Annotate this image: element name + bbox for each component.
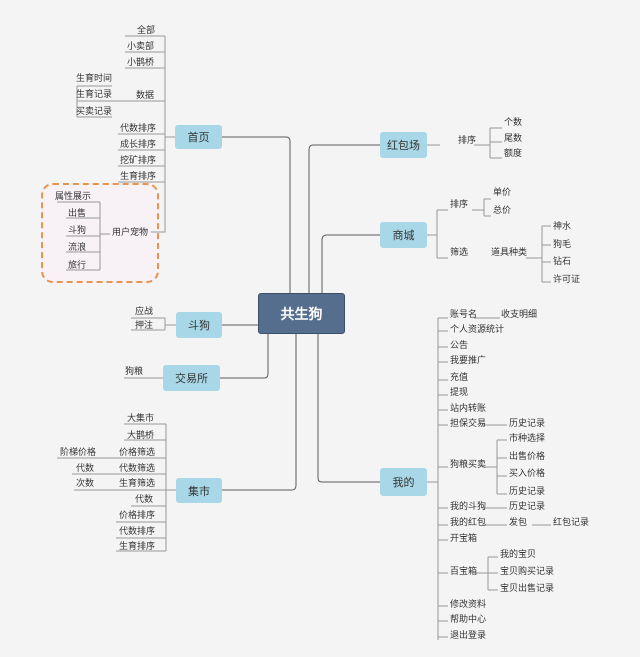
mine-my-red: 我的红包: [450, 518, 487, 528]
home-breed-time: 生育时间: [76, 74, 113, 84]
mine-guarantee: 担保交易: [450, 419, 487, 429]
market-breed-sort: 生育排序: [119, 542, 156, 552]
mall-prop-type: 道具种类: [491, 248, 528, 258]
mine-account: 账号名: [450, 310, 478, 320]
mine-market-price: 市种选择: [509, 434, 546, 444]
mine-food-trade: 狗粮买卖: [450, 460, 487, 470]
mall-filter: 筛选: [450, 248, 469, 258]
home-breed-record: 生育记录: [76, 90, 113, 100]
mine-stats: 个人资源统计: [450, 325, 505, 335]
pet-wander: 流浪: [68, 243, 87, 253]
mine-edit: 修改资料: [450, 600, 487, 610]
redpacket-sort: 排序: [458, 136, 477, 146]
market-gen-sort: 代数排序: [119, 527, 156, 537]
mine-red-record: 红包记录: [553, 518, 590, 528]
exchange-food: 狗粮: [125, 367, 144, 377]
branch-market[interactable]: 集市: [176, 478, 222, 503]
branch-redpacket[interactable]: 红包场: [380, 132, 427, 158]
pet-fight: 斗狗: [68, 226, 87, 236]
mine-help: 帮助中心: [450, 615, 487, 625]
mall-sort: 排序: [450, 200, 469, 210]
mine-treasure: 百宝箱: [450, 567, 478, 577]
mine-transfer: 站内转账: [450, 404, 487, 414]
mine-my-treasure: 我的宝贝: [500, 550, 537, 560]
redpacket-tail: 尾数: [504, 134, 523, 144]
market-big-bridge: 大鹊桥: [127, 431, 155, 441]
mine-my-dogfight: 我的斗狗: [450, 502, 487, 512]
branch-home[interactable]: 首页: [175, 125, 222, 149]
mine-open-box: 开宝箱: [450, 534, 478, 544]
dogfight-fight: 应战: [135, 307, 154, 317]
branch-dogfight[interactable]: 斗狗: [176, 312, 222, 338]
mine-recharge: 充值: [450, 373, 469, 383]
branch-exchange[interactable]: 交易所: [163, 365, 220, 391]
branch-mine[interactable]: 我的: [380, 468, 427, 496]
market-price-filter: 价格筛选: [119, 448, 156, 458]
market-gen: 代数: [76, 464, 95, 474]
mine-buy-price: 买入价格: [509, 469, 546, 479]
mall-total: 总价: [493, 206, 512, 216]
market-breed-filter: 生育筛选: [119, 479, 156, 489]
home-data: 数据: [136, 91, 155, 101]
mine-withdraw: 提现: [450, 388, 469, 398]
pet-sell: 出售: [68, 209, 87, 219]
home-growth-sort: 成长排序: [120, 140, 157, 150]
mine-promote: 我要推广: [450, 356, 487, 366]
home-trade-record: 买卖记录: [76, 107, 113, 117]
home-mine-sort: 挖矿排序: [120, 156, 157, 166]
mine-detail: 收支明细: [501, 310, 538, 320]
home-bridge: 小鹊桥: [127, 58, 155, 68]
home-all: 全部: [137, 26, 156, 36]
mine-history3: 历史记录: [509, 502, 546, 512]
redpacket-amount: 额度: [504, 149, 523, 159]
market-times: 次数: [76, 479, 95, 489]
market-price-sort: 价格排序: [119, 511, 156, 521]
root-node[interactable]: 共生狗: [258, 293, 345, 334]
home-shop: 小卖部: [127, 42, 155, 52]
mine-buy-record: 宝贝购买记录: [500, 567, 555, 577]
mine-sell-record: 宝贝出售记录: [500, 584, 555, 594]
pet-attr: 属性展示: [55, 192, 92, 202]
market-tier-price: 阶梯价格: [60, 448, 97, 458]
market-big-market: 大集市: [127, 414, 155, 424]
market-gen2: 代数: [135, 495, 154, 505]
mall-price: 单价: [493, 188, 512, 198]
mall-diamond: 钻石: [553, 257, 572, 267]
mine-logout: 退出登录: [450, 631, 487, 641]
mine-notice: 公告: [450, 341, 469, 351]
mine-sell-price: 出售价格: [509, 452, 546, 462]
home-user-pet: 用户宠物: [112, 228, 149, 238]
market-gen-filter: 代数筛选: [119, 464, 156, 474]
mall-license: 许可证: [553, 275, 581, 285]
pet-travel: 旅行: [68, 261, 87, 271]
mine-history2: 历史记录: [509, 487, 546, 497]
home-breed-sort: 生育排序: [120, 172, 157, 182]
home-gen-sort: 代数排序: [120, 124, 157, 134]
mine-send: 发包: [509, 518, 528, 528]
mall-water: 神水: [553, 222, 572, 232]
mall-fur: 狗毛: [553, 240, 572, 250]
redpacket-count: 个数: [504, 118, 523, 128]
dogfight-bet: 押注: [135, 321, 154, 331]
branch-mall[interactable]: 商城: [380, 222, 427, 248]
mine-history1: 历史记录: [509, 419, 546, 429]
